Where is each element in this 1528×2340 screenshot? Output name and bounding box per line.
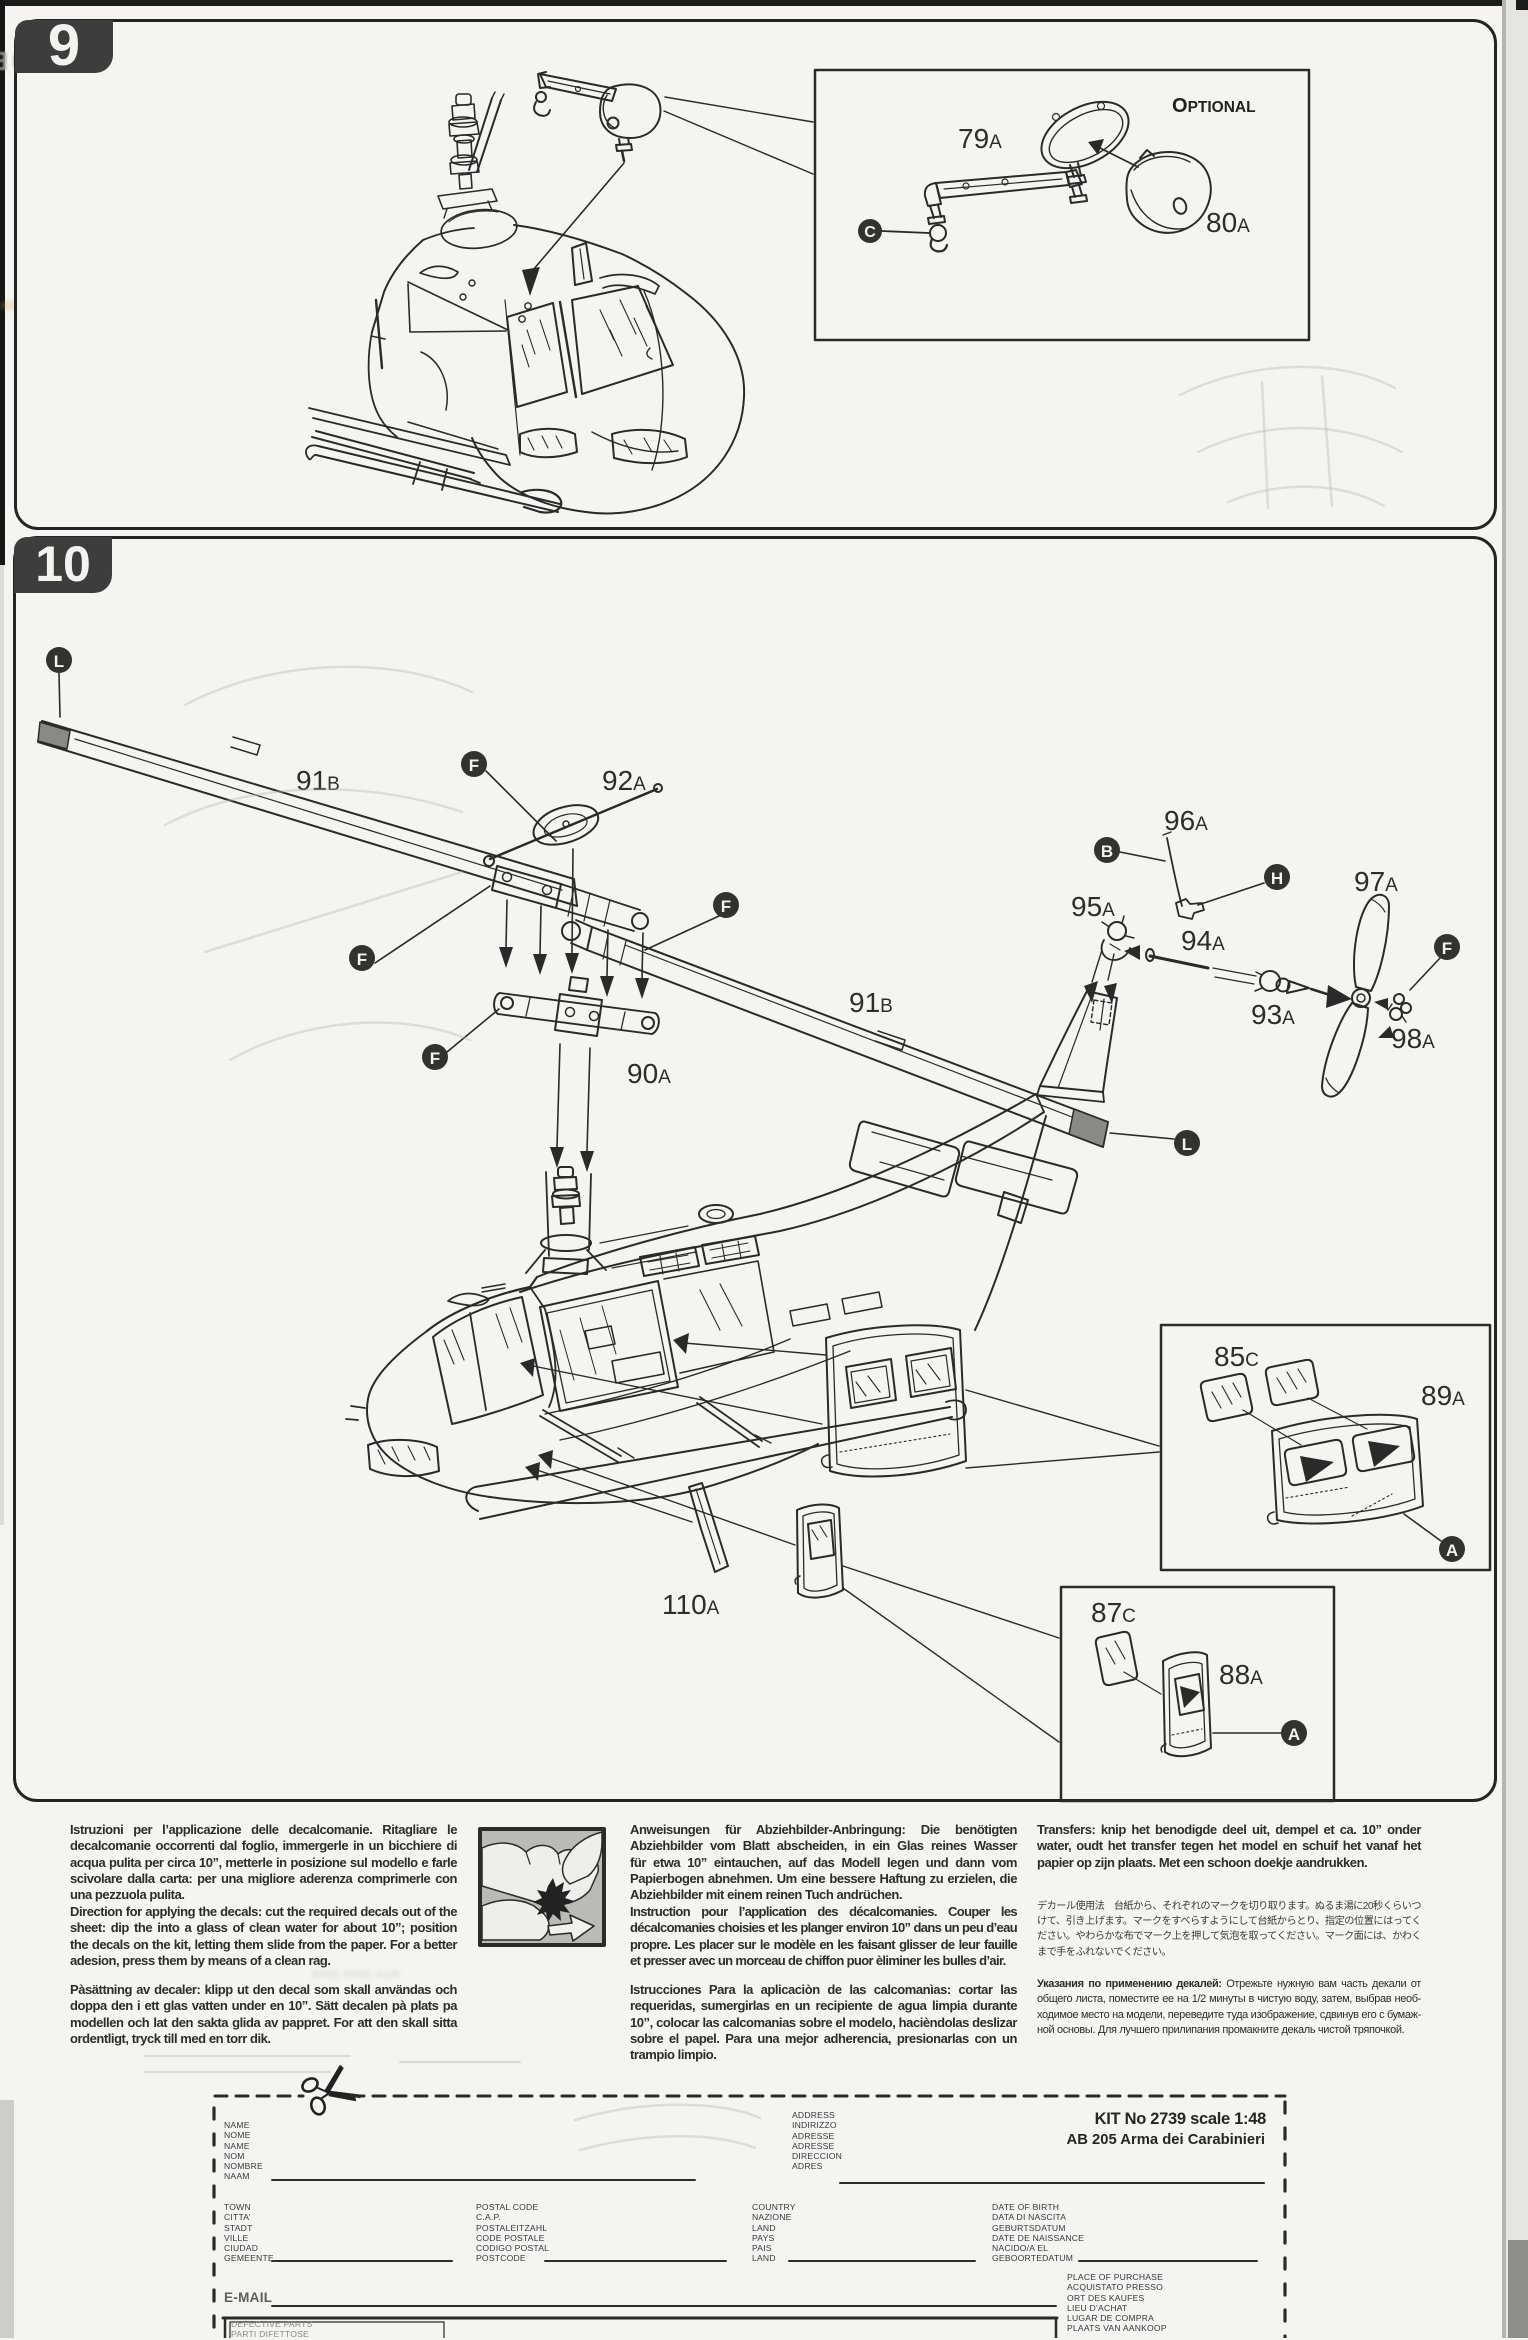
svg-text:97A: 97A — [1354, 866, 1398, 897]
svg-text:79A: 79A — [958, 123, 1002, 154]
svg-text:F: F — [430, 1049, 440, 1068]
svg-text:H: H — [1271, 869, 1283, 888]
svg-text:F: F — [357, 950, 367, 969]
svg-text:F: F — [469, 756, 479, 775]
svg-text:89A: 89A — [1421, 1380, 1465, 1411]
svg-text:B: B — [1101, 842, 1113, 861]
svg-text:F: F — [721, 897, 731, 916]
svg-text:80A: 80A — [1206, 207, 1250, 238]
svg-text:90A: 90A — [627, 1058, 671, 1089]
svg-text:87C: 87C — [1091, 1597, 1136, 1628]
svg-text:85C: 85C — [1214, 1341, 1259, 1372]
svg-text:91B: 91B — [296, 765, 340, 796]
svg-text:F: F — [1442, 939, 1452, 958]
svg-text:95A: 95A — [1071, 891, 1115, 922]
svg-text:98A: 98A — [1391, 1023, 1435, 1054]
svg-text:L: L — [54, 652, 64, 671]
svg-text:OPTIONAL: OPTIONAL — [1172, 95, 1256, 117]
svg-text:93A: 93A — [1251, 999, 1295, 1030]
svg-text:94A: 94A — [1181, 925, 1225, 956]
svg-text:91B: 91B — [849, 987, 893, 1018]
svg-text:92A: 92A — [602, 765, 646, 796]
svg-text:L: L — [1182, 1135, 1192, 1154]
svg-text:A: A — [1288, 1725, 1300, 1744]
svg-text:96A: 96A — [1164, 805, 1208, 836]
svg-text:A: A — [1446, 1541, 1458, 1560]
svg-text:110A: 110A — [662, 1589, 720, 1620]
svg-text:C: C — [864, 224, 876, 241]
svg-text:88A: 88A — [1219, 1659, 1263, 1690]
